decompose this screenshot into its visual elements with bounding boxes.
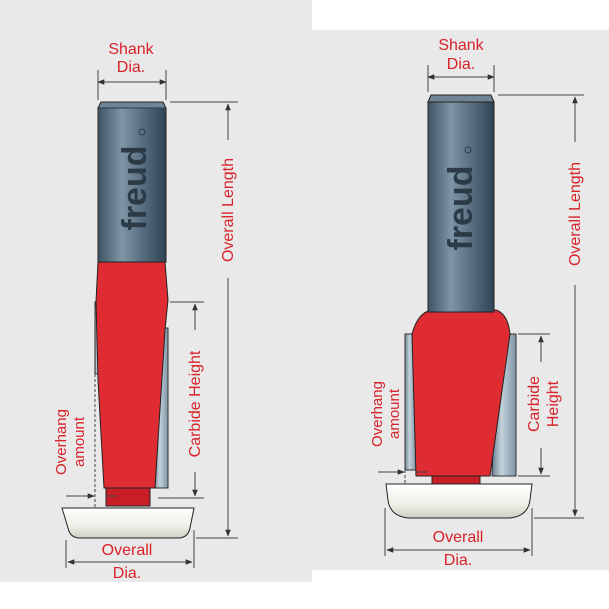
- right-overall-dia-label-1: Overall: [433, 529, 484, 546]
- right-overhang-label-1: Overhang: [369, 381, 386, 447]
- right-dimensions: Shank Dia. Overall Length Carbide Height…: [369, 37, 584, 569]
- right-shank-dia-label-2: Dia.: [447, 56, 475, 73]
- right-bit-body: [411, 309, 511, 477]
- registered-mark-icon: [138, 128, 146, 136]
- left-carbide-height-label: Carbide Height: [187, 350, 204, 457]
- left-overhang-label-1: Overhang: [53, 409, 70, 475]
- right-carbide-height-label-1: Carbide: [526, 376, 543, 432]
- left-dimensions: Shank Dia. Overall Length Carbide Height…: [53, 41, 238, 582]
- left-bearing: [61, 507, 195, 539]
- left-overhang-label-2: amount: [71, 416, 88, 467]
- right-shank-chamfer: [427, 94, 495, 103]
- right-overall-dia-label-2: Dia.: [444, 552, 472, 569]
- left-shank-dia-label-2: Dia.: [117, 59, 145, 76]
- left-bit: freud: [61, 101, 195, 539]
- right-brand-logo: freud: [442, 166, 480, 251]
- right-bit: freud: [385, 94, 533, 519]
- right-collar: [431, 475, 481, 485]
- registered-mark-icon: [464, 146, 472, 154]
- right-bearing: [385, 483, 533, 519]
- right-overall-length-label: Overall Length: [567, 162, 584, 266]
- left-bit-body: [95, 261, 169, 489]
- left-overall-dia-label-1: Overall: [102, 542, 153, 559]
- right-shank-dia-label-1: Shank: [438, 37, 484, 54]
- left-overall-length-label: Overall Length: [220, 158, 237, 262]
- right-overhang-label-2: amount: [386, 388, 403, 439]
- right-carbide-height-label-2: Height: [545, 380, 562, 427]
- left-shank-dia-label-1: Shank: [108, 41, 154, 58]
- left-brand-logo: freud: [116, 146, 154, 231]
- left-overall-dia-label-2: Dia.: [113, 565, 141, 582]
- left-collar: [105, 487, 151, 507]
- left-shank-chamfer: [97, 101, 167, 109]
